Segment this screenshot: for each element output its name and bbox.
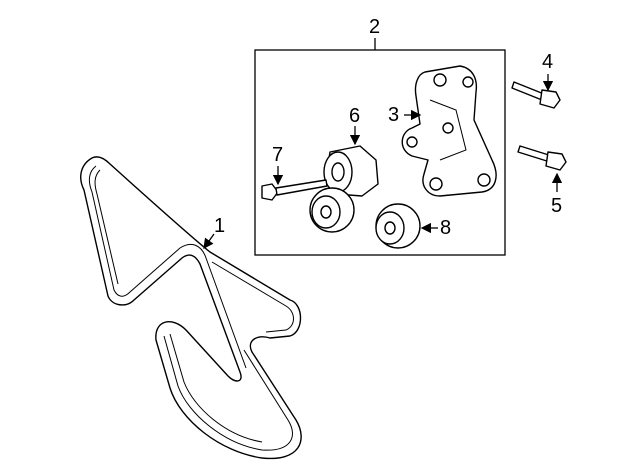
callout-7: 7 [272, 144, 284, 166]
callout-6: 6 [349, 105, 361, 127]
bolt-5 [517, 145, 567, 171]
callout-4: 4 [542, 51, 554, 73]
callout-2: 2 [369, 16, 381, 38]
callout-3: 3 [388, 104, 400, 126]
bolt-7 [261, 179, 328, 201]
callout-8: 8 [440, 217, 452, 239]
tensioner [323, 145, 379, 197]
tensioner-bracket [401, 65, 497, 197]
arrow-1 [203, 233, 215, 250]
serpentine-belt [80, 156, 302, 460]
bolt-4 [511, 81, 561, 109]
callout-5: 5 [551, 195, 563, 217]
idler-pulley [375, 203, 421, 249]
tensioner-pulley [309, 187, 355, 233]
assembly-box [254, 49, 506, 256]
callout-1: 1 [214, 215, 226, 237]
